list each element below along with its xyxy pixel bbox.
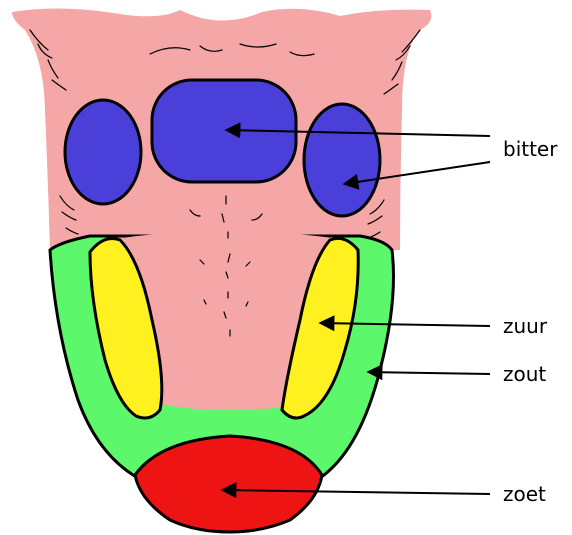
label-zuur: zuur: [503, 314, 548, 338]
label-zoet: zoet: [503, 482, 546, 506]
bitter-region-right: [304, 104, 380, 216]
bitter-region-left: [65, 100, 141, 204]
label-zout: zout: [503, 362, 546, 386]
zoet-region: [135, 436, 322, 532]
zout-arrow: [368, 372, 490, 374]
label-bitter: bitter: [503, 137, 558, 161]
